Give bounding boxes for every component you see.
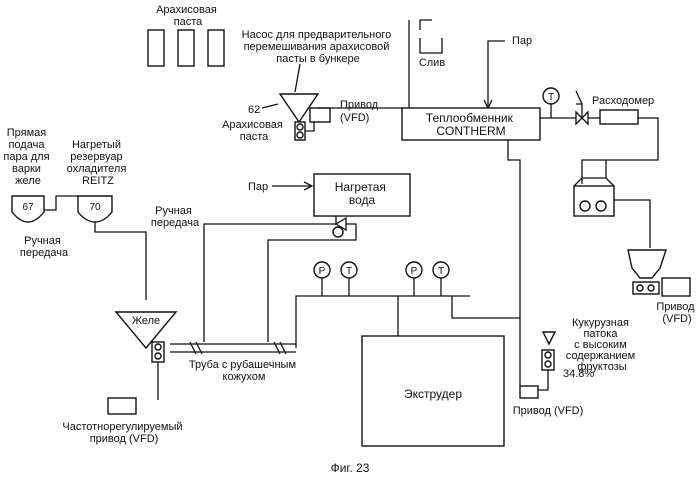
svg-text:T: T <box>548 92 554 103</box>
steam-top-line <box>488 41 505 108</box>
premix-pump-label: Насос для предварительного перемешивания… <box>242 29 395 65</box>
svg-text:T: T <box>438 266 444 277</box>
vfd-box-bottom <box>108 398 136 414</box>
steam-mid-label: Пар <box>248 181 268 193</box>
extruder-label: Экструдер <box>404 387 462 401</box>
heated-tank-label: Нагретый резервуар охладителя REITZ <box>67 139 130 187</box>
flowmeter-box <box>600 110 638 124</box>
peanut-paste-hopper-label: Арахисовая паста <box>222 119 286 143</box>
svg-text:P: P <box>411 266 418 277</box>
steam-top-label: Пар <box>512 35 532 47</box>
manual-transfer-1-label: Ручная передача <box>20 235 69 259</box>
jacketed-pipe-label: Труба с рубашечным кожухом <box>189 359 299 383</box>
direct-steam-label: Прямая подача пара для варки желе <box>3 127 52 187</box>
drive-vfd-bottom-right-label: Привод (VFD) <box>513 405 584 417</box>
num-62: 62 <box>248 104 260 116</box>
flow-valve <box>576 91 588 124</box>
tank-link <box>44 196 78 210</box>
tank-to-jelly-pipe <box>95 222 146 300</box>
svg-text:P: P <box>319 266 326 277</box>
jelly-label: Желе <box>132 315 160 327</box>
drive-vfd-right-label: Привод (VFD) <box>656 301 697 325</box>
right-hopper <box>628 250 666 278</box>
flowmeter-label: Расходомер <box>592 95 654 107</box>
figure-caption: Фиг. 23 <box>331 461 370 475</box>
drain-label: Слив <box>419 57 446 69</box>
vfd-drive-bottom-label: Частотнорегулируемый привод (VFD) <box>62 421 185 445</box>
hfcs-hopper <box>543 332 555 344</box>
svg-text:T: T <box>346 266 352 277</box>
peanut-paste-containers <box>148 30 224 66</box>
svg-text:70: 70 <box>89 202 101 213</box>
svg-text:67: 67 <box>22 202 34 213</box>
peanut-paste-label-top: Арахисовая паста <box>156 4 220 28</box>
percent-label: 34.8% <box>563 368 594 380</box>
hfcs-label: Кукурузная патока с высоким содержанием … <box>566 317 639 373</box>
pump-leader-line <box>295 64 300 92</box>
mixer-box <box>574 186 614 216</box>
heat-exchanger-label: Теплообменник CONTHERM <box>426 111 516 138</box>
manual-transfer-2-label: Ручная передача <box>151 205 200 229</box>
drive-vfd-1-label: Привод (VFD) <box>340 99 381 124</box>
